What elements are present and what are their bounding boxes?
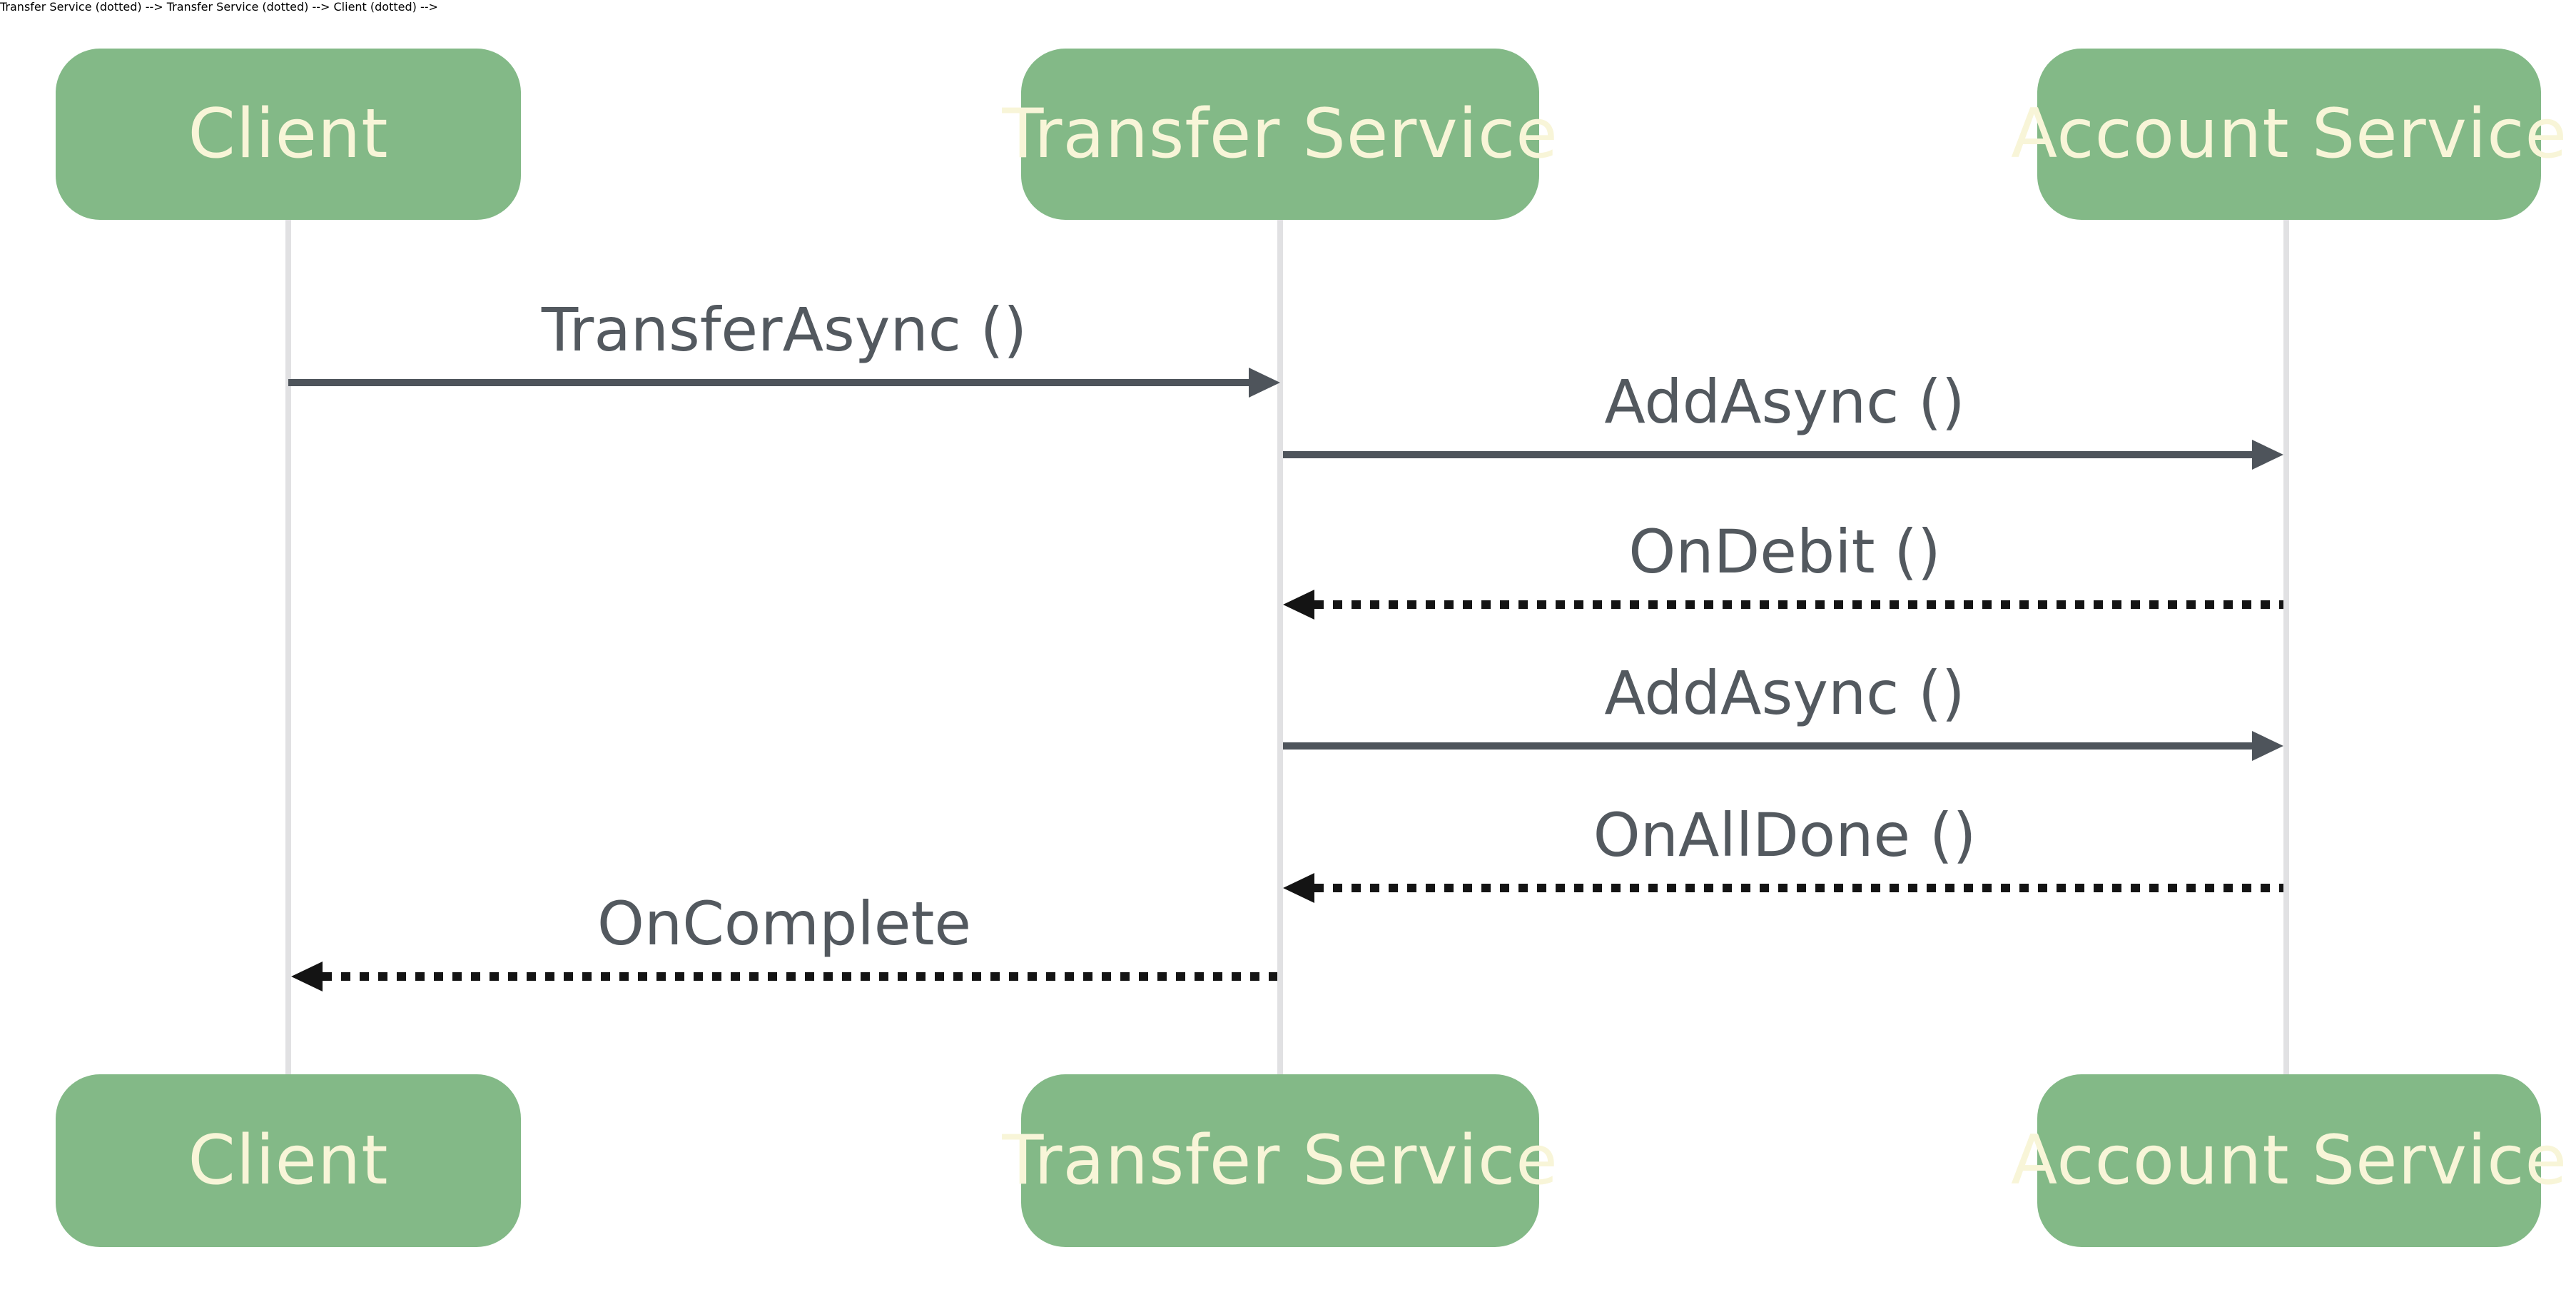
- message-label-addasync-1: AddAsync (): [1604, 367, 1965, 437]
- arrowhead-left-icon: [291, 962, 323, 991]
- message-line-addasync-2: [1283, 742, 2252, 750]
- lifeline-account-service: [2283, 207, 2289, 1084]
- actor-label-account-service: Account Service: [2011, 1121, 2567, 1200]
- actor-box-transfer-service-top: Transfer Service: [1002, 49, 1558, 220]
- message-line-addasync-1: [1283, 451, 2252, 458]
- actor-label-transfer-service: Transfer Service: [1002, 1121, 1558, 1200]
- message-line-ondebit: [1314, 600, 2283, 609]
- actor-box-account-service-top: Account Service: [2011, 49, 2567, 220]
- arrowhead-left-icon: [1283, 873, 1314, 903]
- arrowhead-right-icon: [2252, 440, 2283, 470]
- actor-label-transfer-service: Transfer Service: [1002, 95, 1558, 173]
- actor-label-account-service: Account Service: [2011, 95, 2567, 173]
- actor-box-client-bottom: Client: [56, 1074, 521, 1247]
- message-label-oncomplete: OnComplete: [597, 889, 972, 959]
- message-line-oncomplete: [323, 972, 1277, 981]
- actor-box-transfer-service-bottom: Transfer Service: [1002, 1074, 1558, 1247]
- message-label-ondebit: OnDebit (): [1628, 517, 1941, 587]
- message-label-addasync-2: AddAsync (): [1604, 658, 1965, 728]
- lifeline-transfer-service: [1277, 207, 1283, 1084]
- actor-label-client: Client: [188, 95, 389, 173]
- arrowhead-right-icon: [2252, 731, 2283, 761]
- lifeline-client: [285, 207, 291, 1084]
- message-line-onalldone: [1314, 884, 2283, 892]
- arrowhead-right-icon: [1249, 368, 1280, 398]
- message-label-onalldone: OnAllDone (): [1593, 800, 1977, 870]
- actor-label-client: Client: [188, 1121, 389, 1200]
- actor-box-account-service-bottom: Account Service: [2011, 1074, 2567, 1247]
- message-line-transferasync: [288, 379, 1249, 386]
- arrowhead-left-icon: [1283, 590, 1314, 620]
- message-label-transferasync: TransferAsync (): [541, 295, 1028, 365]
- actor-box-client-top: Client: [56, 49, 521, 220]
